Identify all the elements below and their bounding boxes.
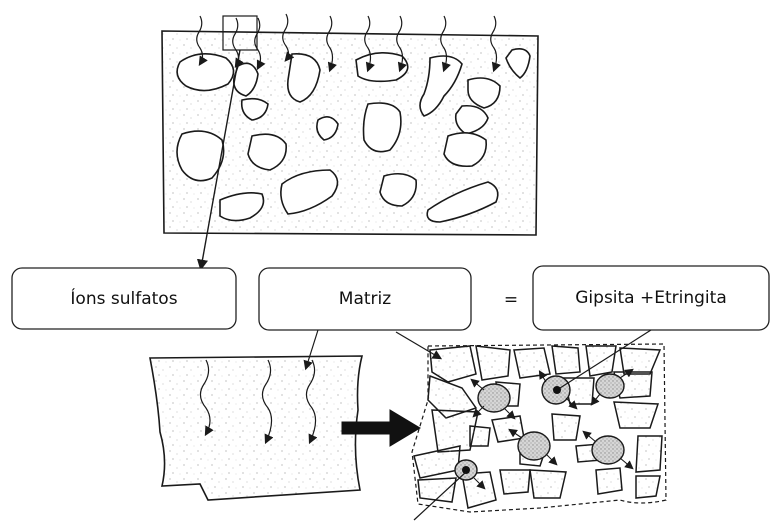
concrete-block-top [162,14,538,268]
label-ions-box: Íons sulfatos [12,268,236,329]
cracked-matrix [396,330,666,520]
label-products-box: Gipsita +Etringita [533,266,769,330]
leader-line-matrix-right [396,332,440,358]
deposit-dot [553,386,561,394]
label-matrix-box: Matriz [259,268,471,330]
label-products: Gipsita +Etringita [575,288,727,308]
label-ions: Íons sulfatos [70,287,177,309]
label-equals: = [504,290,518,310]
concrete-section-bottom [150,330,362,500]
cracked-fragments [414,346,662,508]
label-matrix: Matriz [339,289,391,309]
